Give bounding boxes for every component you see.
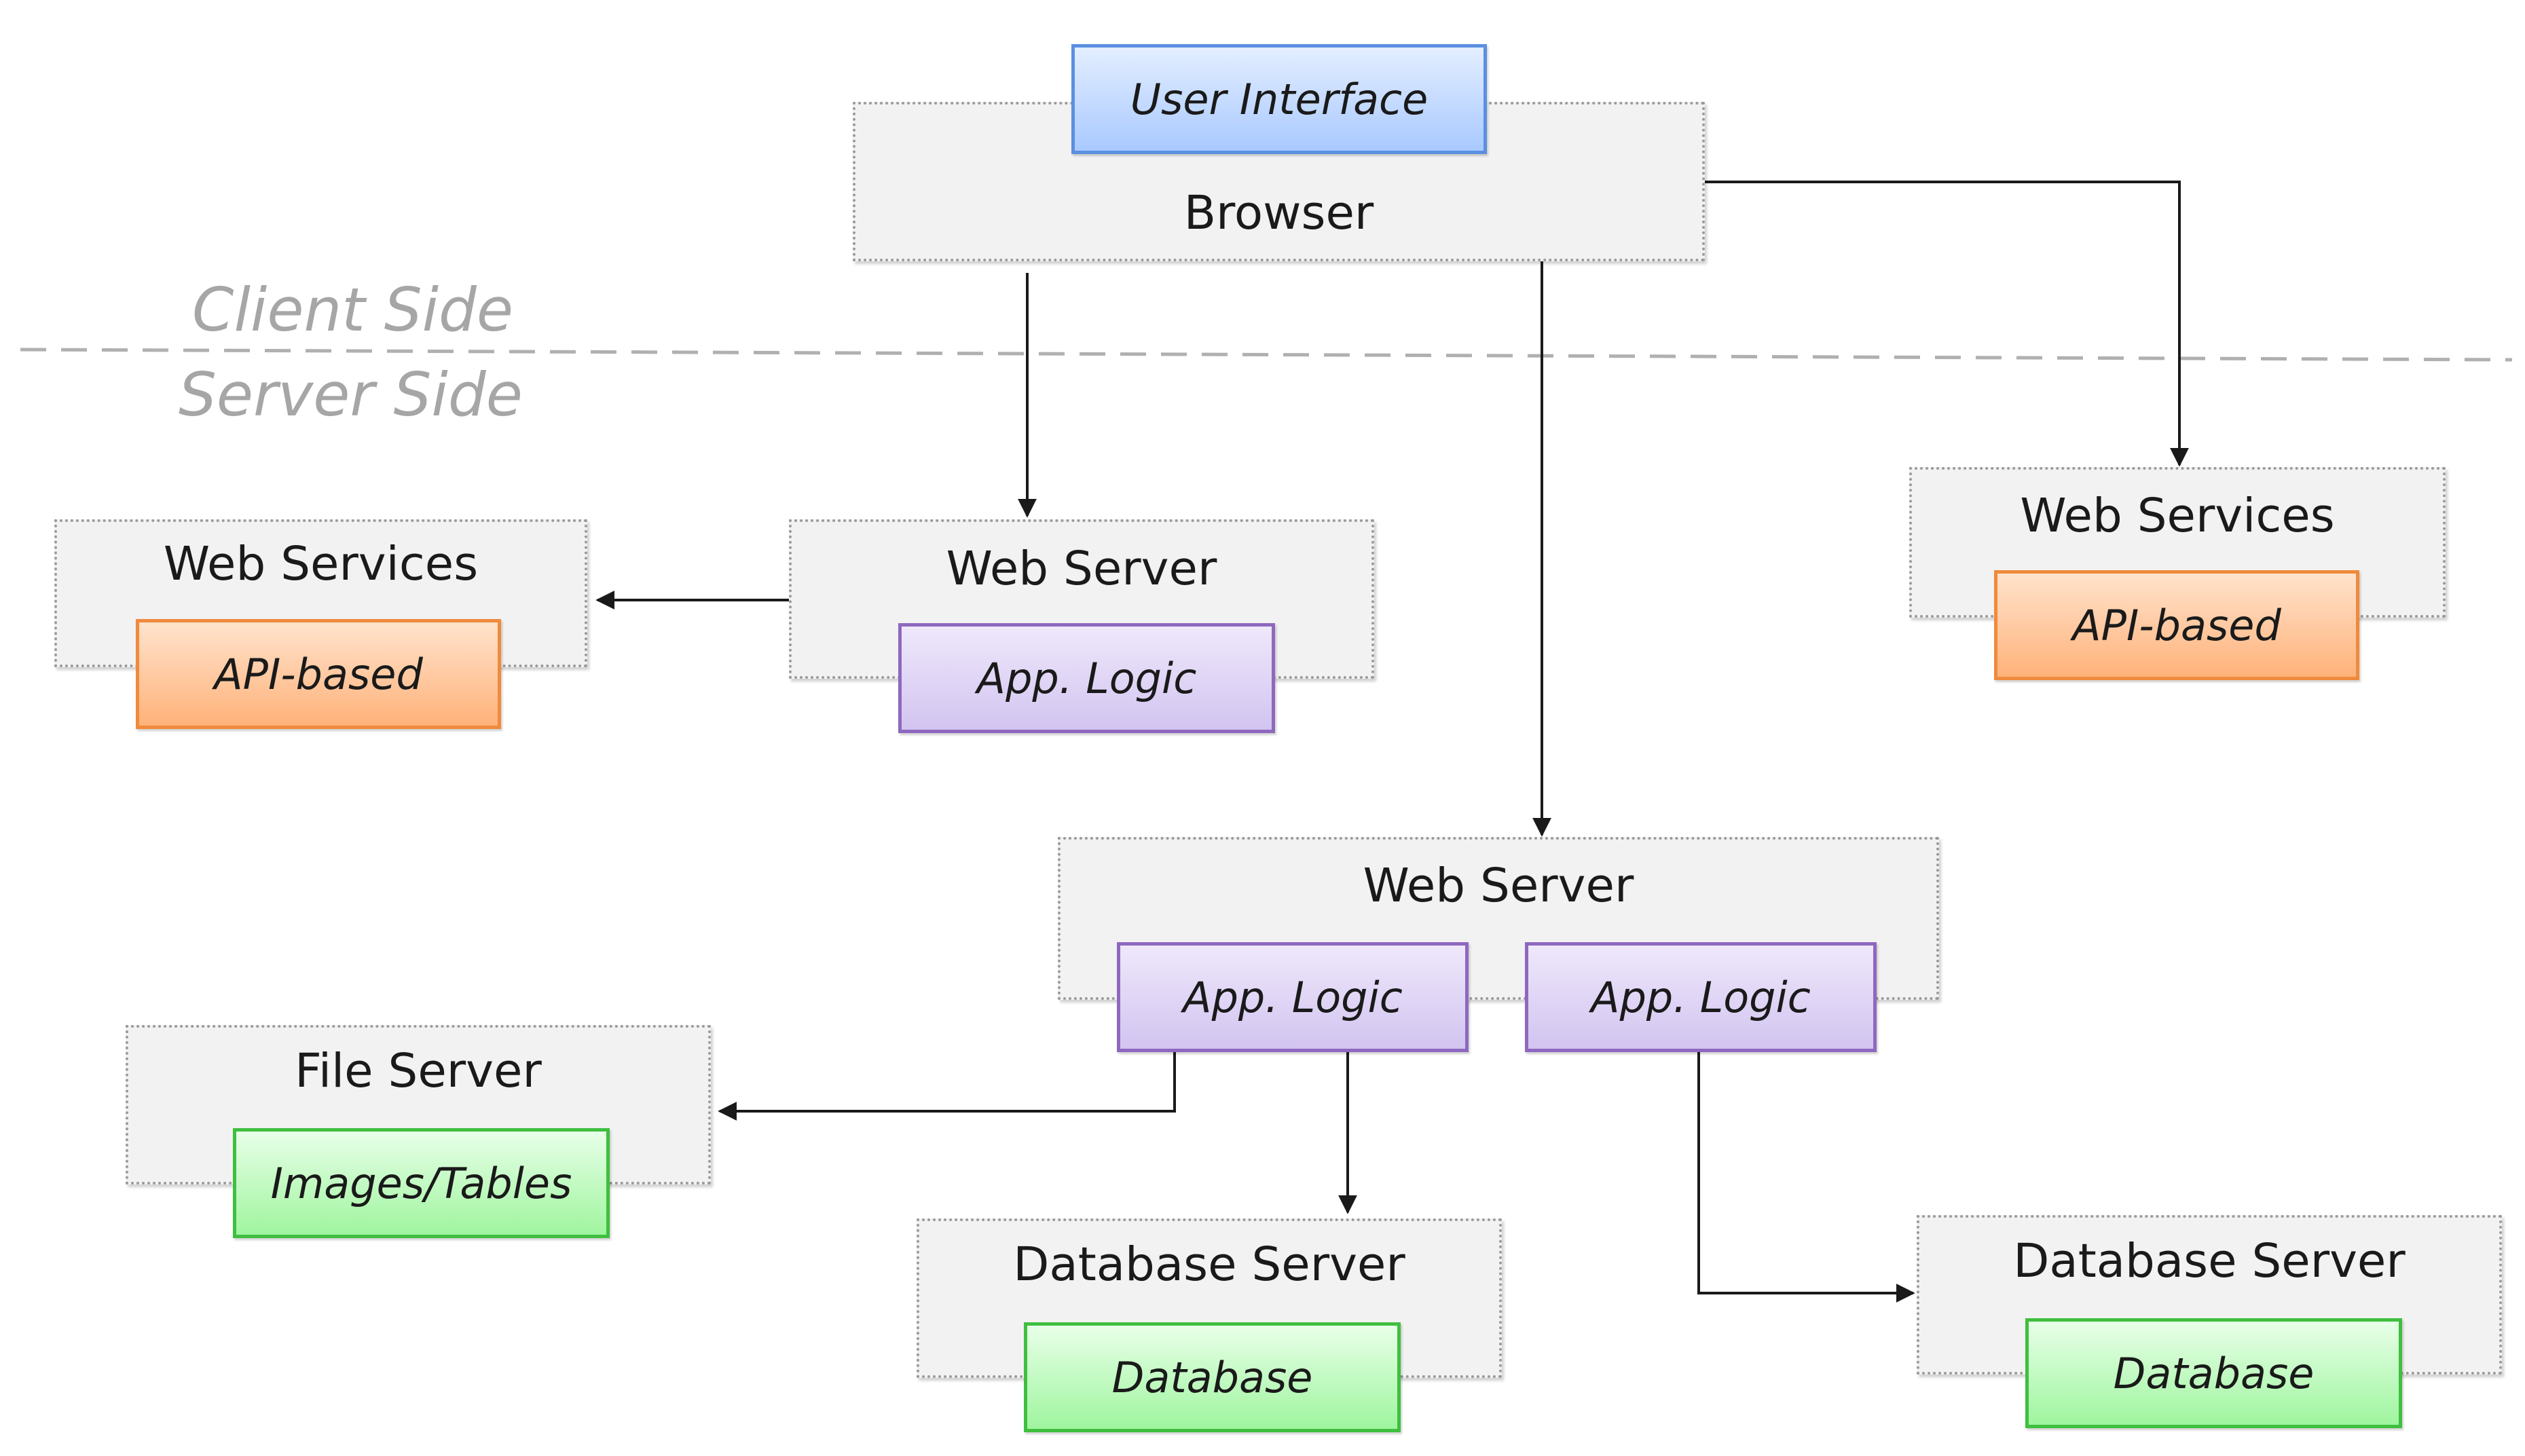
arrow-app-logic-to-database-right bbox=[1697, 1052, 1915, 1303]
browser-title: Browser bbox=[1183, 186, 1374, 240]
server-side-label: Server Side bbox=[179, 360, 523, 430]
database-server-right-title: Database Server bbox=[2013, 1234, 2406, 1288]
database-center-component: Database bbox=[1024, 1322, 1401, 1432]
user-interface-component: User Interface bbox=[1071, 44, 1487, 154]
arrow-app-logic-to-file-server bbox=[718, 1052, 1176, 1121]
database-server-right-box: Database Server bbox=[1917, 1215, 2502, 1375]
database-right-component: Database bbox=[2025, 1318, 2402, 1428]
file-server-title: File Server bbox=[295, 1044, 542, 1098]
web-services-left-title: Web Services bbox=[163, 537, 479, 591]
app-logic-lower-right-component: App. Logic bbox=[1525, 942, 1877, 1052]
client-server-divider bbox=[20, 348, 2513, 362]
database-server-center-title: Database Server bbox=[1013, 1237, 1405, 1292]
api-based-right-component: API-based bbox=[1994, 570, 2359, 680]
images-tables-component: Images/Tables bbox=[233, 1128, 610, 1238]
web-services-right-title: Web Services bbox=[2020, 489, 2335, 543]
app-logic-lower-left-component: App. Logic bbox=[1117, 942, 1469, 1052]
web-server-upper-title: Web Server bbox=[946, 542, 1217, 596]
api-based-left-component: API-based bbox=[136, 619, 501, 729]
web-server-lower-title: Web Server bbox=[1363, 859, 1634, 913]
client-side-label: Client Side bbox=[192, 275, 514, 345]
app-logic-upper-component: App. Logic bbox=[898, 623, 1275, 733]
arrow-browser-to-web-services-right bbox=[1705, 181, 2189, 467]
